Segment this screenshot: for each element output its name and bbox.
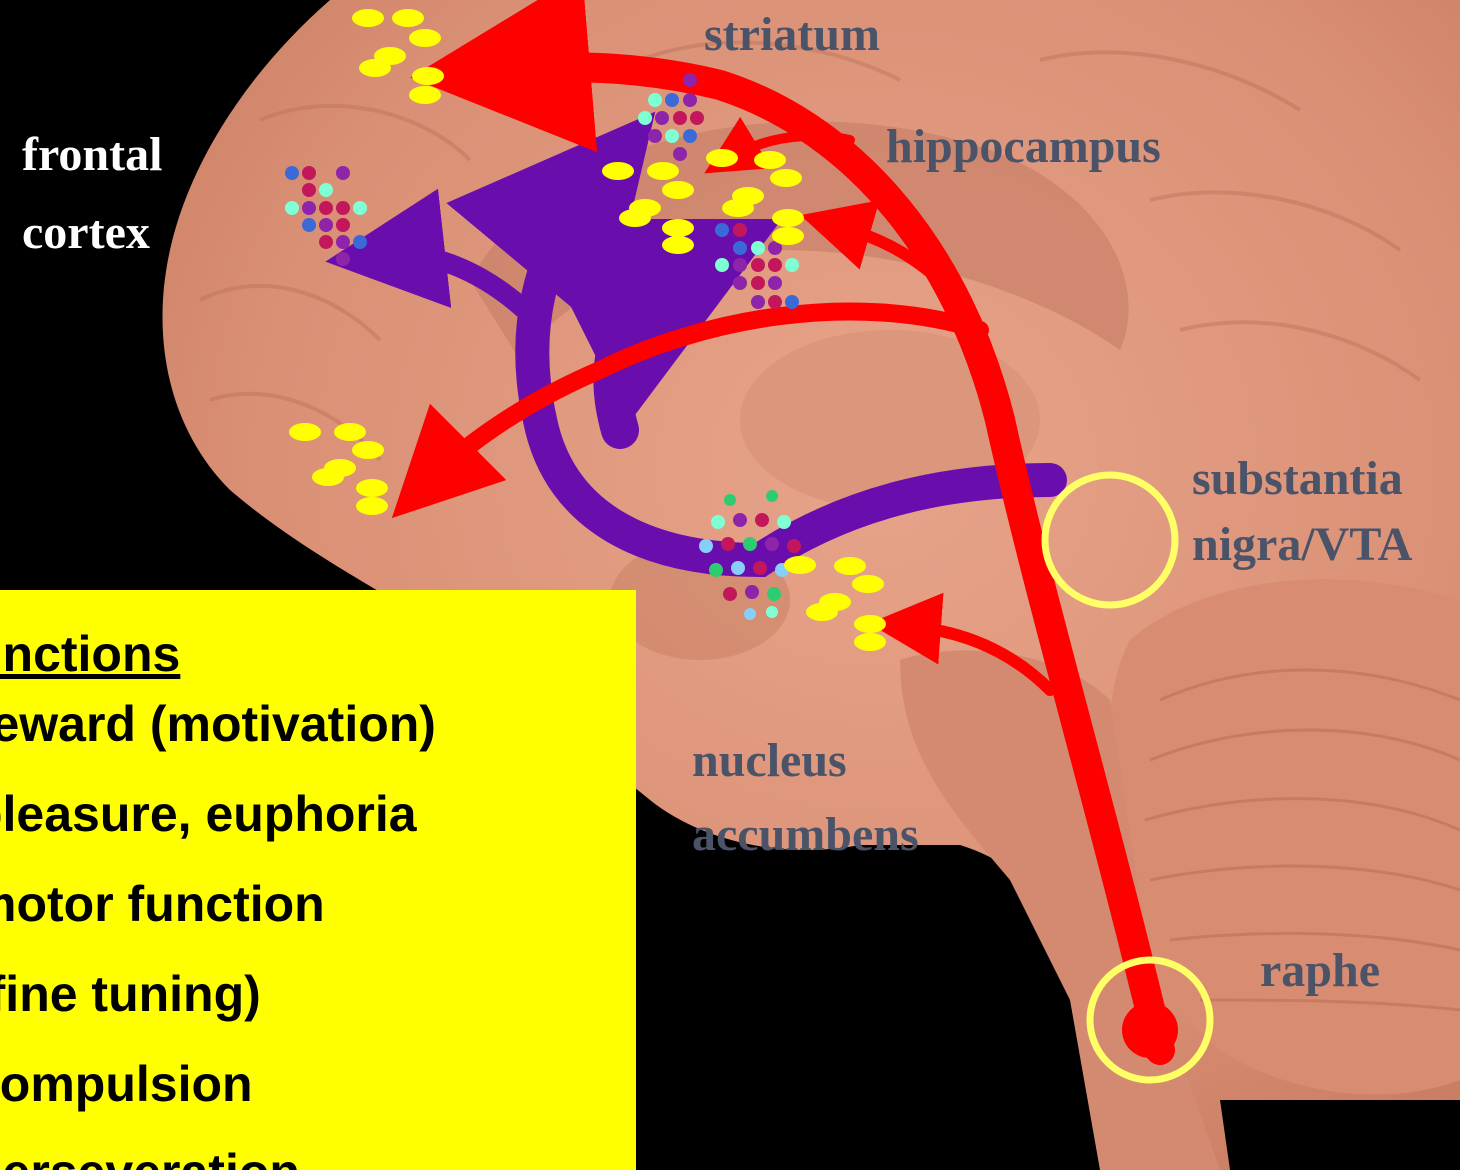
function-item: pleasure, euphoria xyxy=(0,784,417,844)
function-item: (fine tuning) xyxy=(0,964,261,1024)
substantia-nigra-label-line2: nigra/VTA xyxy=(1192,518,1412,572)
striatum-label: striatum xyxy=(704,8,880,62)
nucleus-accumbens-label-line2: accumbens xyxy=(692,808,919,862)
raphe-nucleus xyxy=(1122,1002,1178,1058)
function-item: perseveration xyxy=(0,1142,300,1170)
raphe-label: raphe xyxy=(1260,944,1380,998)
nucleus-accumbens-label-line1: nucleus xyxy=(692,734,847,788)
function-item: compulsion xyxy=(0,1054,253,1114)
hippocampus-label: hippocampus xyxy=(886,120,1161,174)
function-item: reward (motivation) xyxy=(0,694,436,754)
frontal-cortex-label-line1: frontal xyxy=(22,128,162,182)
functions-heading: unctions xyxy=(0,624,180,684)
frontal-cortex-label-line2: cortex xyxy=(22,206,150,260)
functions-panel: unctions reward (motivation) pleasure, e… xyxy=(0,590,636,1170)
substantia-nigra-label-line1: substantia xyxy=(1192,452,1403,506)
function-item: motor function xyxy=(0,874,325,934)
